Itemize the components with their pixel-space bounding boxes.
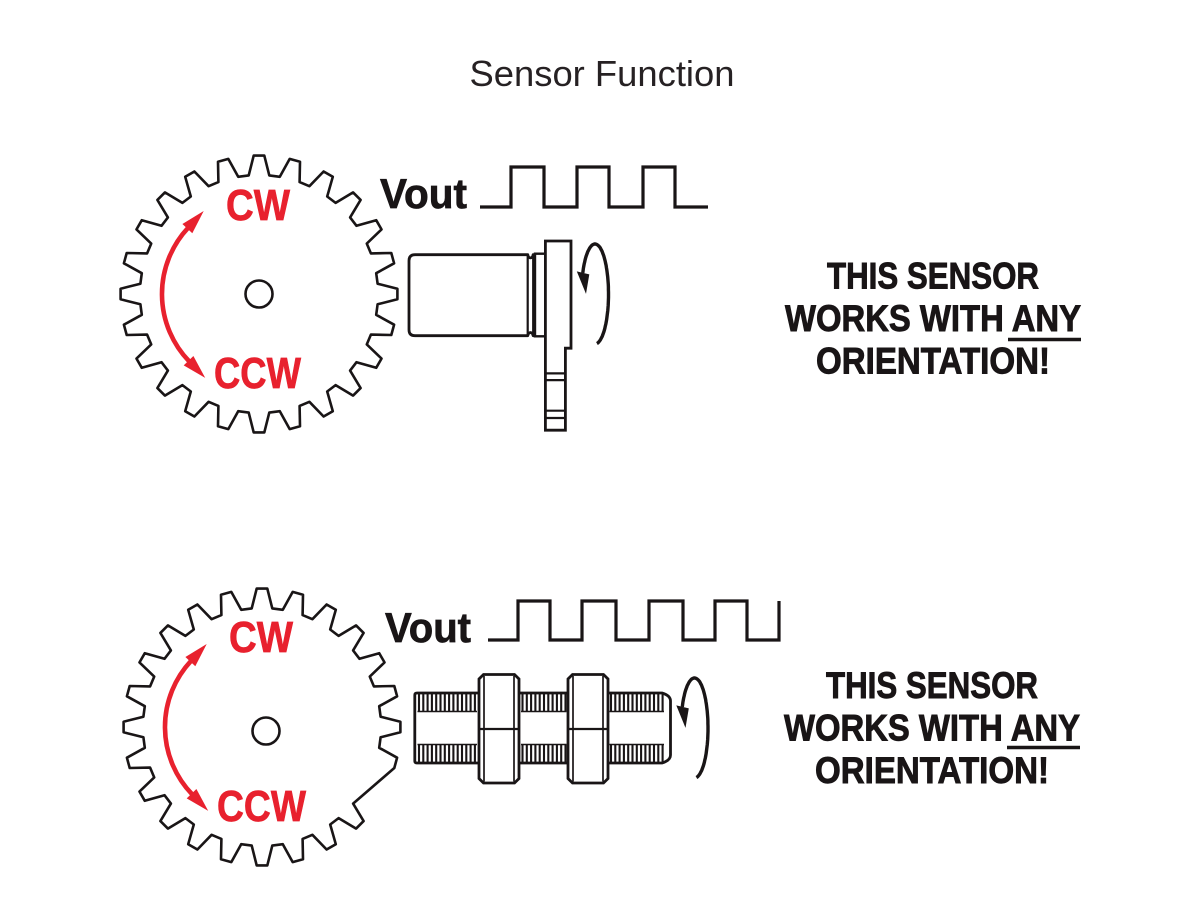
svg-text:ORIENTATION!: ORIENTATION! (816, 340, 1050, 382)
svg-text:Vout: Vout (380, 170, 467, 217)
svg-text:THIS SENSOR: THIS SENSOR (826, 664, 1038, 706)
svg-text:CW: CW (226, 181, 290, 230)
svg-text:Vout: Vout (385, 604, 471, 651)
svg-text:CW: CW (229, 613, 293, 662)
svg-text:WORKS WITH ANY: WORKS WITH ANY (784, 707, 1080, 749)
svg-text:CCW: CCW (217, 782, 306, 831)
svg-text:ORIENTATION!: ORIENTATION! (815, 749, 1049, 791)
svg-text:CCW: CCW (214, 349, 301, 398)
svg-text:WORKS WITH ANY: WORKS WITH ANY (785, 297, 1081, 339)
svg-text:THIS SENSOR: THIS SENSOR (827, 255, 1039, 297)
svg-text:Sensor Function: Sensor Function (470, 53, 735, 94)
